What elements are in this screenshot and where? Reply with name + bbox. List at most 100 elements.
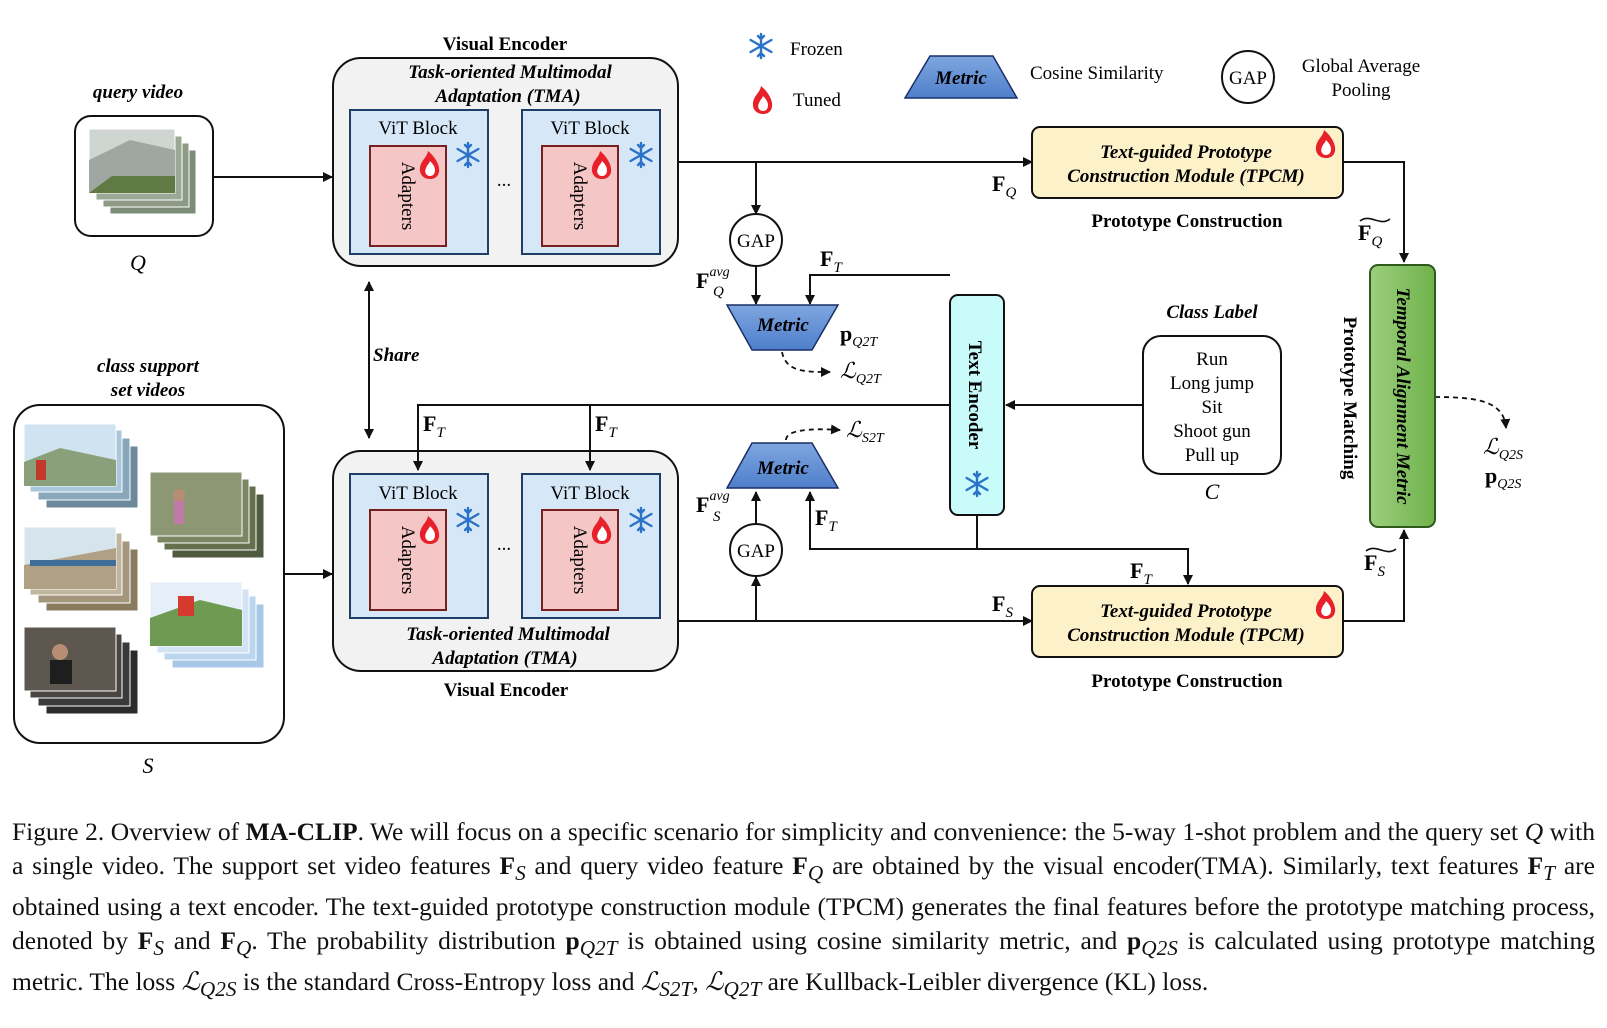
caption-math: F (1527, 851, 1544, 880)
class-symbol: C (1205, 479, 1220, 504)
label-FQ-tilde: FQ (1358, 220, 1382, 250)
legend-frozen: Frozen (790, 39, 843, 60)
tma-bottom-line1: Task-oriented Multimodal (406, 624, 610, 645)
class-item: Shoot gun (1173, 421, 1251, 442)
caption-math: F (220, 926, 236, 956)
support-stack-shootgun (149, 471, 265, 559)
label-FT: FT (820, 246, 843, 276)
tma-top-line2: Adaptation (TMA) (434, 86, 580, 107)
tma-bottom-line2: Adaptation (TMA) (431, 648, 577, 669)
label-LQ2T: ℒQ2T (840, 358, 882, 387)
caption-math: S (515, 861, 526, 886)
temporal-alignment-label: Temporal Alignment Metric (1392, 287, 1413, 505)
caption-math: p (565, 926, 580, 956)
label-LQ2S: ℒQ2S (1483, 434, 1523, 463)
caption-text: is obtained using cosine similarity metr… (617, 926, 1128, 956)
legend-gap-meaning-1: Global Average (1302, 56, 1420, 77)
class-label: Class Label Run Long jump Sit Shoot gun … (1142, 302, 1282, 504)
support-title-2: set videos (110, 380, 185, 401)
label-FS: FS (992, 591, 1013, 621)
label-FS-avg-sub: S (713, 509, 721, 525)
class-label-title: Class Label (1166, 302, 1258, 323)
label-FT: FT (423, 411, 446, 441)
caption-text: is the standard Cross-Entropy loss and (236, 967, 641, 997)
tpcm-bottom-line2: Construction Module (TPCM) (1067, 625, 1305, 646)
label-pQ2S: pQ2S (1485, 463, 1521, 492)
support-stack-run (23, 423, 139, 509)
label-FT: FT (1130, 558, 1153, 588)
adapters-bottom-1-label: Adapters (397, 526, 418, 595)
support-videos: class support set videos (13, 356, 285, 778)
caption-math: F (137, 926, 154, 956)
gap-top: GAP (729, 213, 783, 267)
tma-top-line1: Task-oriented Multimodal (408, 62, 612, 83)
class-item: Sit (1201, 397, 1223, 418)
class-item: Run (1196, 349, 1228, 370)
ellipsis-top: ... (497, 170, 511, 191)
vit-block-top-2-label: ViT Block (550, 118, 630, 139)
caption-math: ℒ (705, 967, 724, 997)
legend-metric-shape (903, 55, 1019, 99)
caption-math: Q2S (199, 977, 237, 1002)
caption-math: F (499, 851, 516, 880)
label-FQ-avg-sub: Q (713, 284, 724, 300)
caption-math: Q2S (1141, 936, 1178, 961)
math-labels: FQ FS FT FT FT FT FT Favg Q Favg S pQ2T … (423, 171, 1523, 621)
visual-encoder-bottom: ViT Block Adapters ... ViT Block Adapter… (332, 450, 679, 701)
visual-encoder-bottom-title: Visual Encoder (444, 680, 569, 701)
label-FT: FT (815, 505, 838, 535)
legend-gap-circle (1221, 50, 1275, 104)
metric-top: Metric (725, 304, 840, 351)
class-item: Long jump (1170, 373, 1254, 394)
legend-metric-text: Metric (934, 68, 987, 89)
class-item: Pull up (1185, 445, 1239, 466)
label-FQ: FQ (992, 171, 1016, 201)
caption-math: Q (807, 861, 824, 886)
tpcm-top-line2: Construction Module (TPCM) (1067, 166, 1305, 187)
visual-encoder-top-title: Visual Encoder (443, 34, 568, 55)
visual-encoder-top: Visual Encoder Task-oriented Multimodal … (332, 34, 679, 267)
caption-text: . We will focus on a specific scenario f… (357, 817, 1525, 846)
connections (213, 157, 1409, 626)
caption-math: Q (1524, 817, 1544, 846)
caption-math: S2T (659, 977, 693, 1002)
support-stack-longjump (23, 526, 139, 612)
metric-bottom: Metric (725, 442, 840, 489)
vit-block-bottom-2-label: ViT Block (550, 483, 630, 504)
text-encoder: Text Encoder (949, 294, 1005, 516)
legend-cosine: Cosine Similarity (1030, 63, 1164, 84)
label-FS-tilde: FS (1364, 550, 1385, 580)
caption-text: , (692, 967, 706, 997)
gap-top-label: GAP (737, 231, 775, 252)
caption-math: T (1543, 861, 1555, 886)
caption-math: Q (235, 936, 252, 961)
label-FQ-avg: Favg (696, 265, 730, 293)
caption-math: F (792, 851, 808, 880)
text-encoder-label: Text Encoder (964, 341, 985, 450)
query-symbol: Q (130, 250, 146, 275)
caption-math: ℒ (181, 967, 200, 997)
adapters-top-2-label: Adapters (569, 162, 590, 231)
tpcm-bottom-line1: Text-guided Prototype (1100, 601, 1272, 622)
prototype-matching-label: Prototype Matching (1339, 317, 1360, 480)
caption-math: S (153, 936, 164, 961)
legend: Frozen Tuned Metric Cosine Similarity GA… (749, 32, 1420, 114)
label-LS2T: ℒS2T (846, 417, 885, 446)
label-FS-avg: Favg (696, 489, 730, 517)
temporal-alignment-metric: Temporal Alignment Metric Prototype Matc… (1339, 264, 1436, 528)
label-FT: FT (595, 411, 618, 441)
caption-math: p (1127, 926, 1142, 956)
support-stack-sit (23, 626, 139, 715)
caption-math: Q2T (579, 936, 618, 961)
query-video: query video Q (74, 82, 214, 275)
label-pQ2T: pQ2T (840, 321, 878, 350)
figure-caption: Figure 2. Overview of MA-CLIP. We will f… (12, 815, 1595, 1006)
ellipsis-bottom: ... (497, 534, 511, 555)
vit-block-bottom-1-label: ViT Block (378, 483, 458, 504)
caption-text: with a single video. The support set vid… (12, 817, 1596, 880)
caption-math: ℒ (640, 967, 660, 997)
query-frame-stack (88, 128, 197, 215)
adapters-bottom-2-label: Adapters (569, 526, 590, 595)
support-stack-pullup (149, 581, 265, 669)
caption-math: Q2T (723, 977, 762, 1002)
